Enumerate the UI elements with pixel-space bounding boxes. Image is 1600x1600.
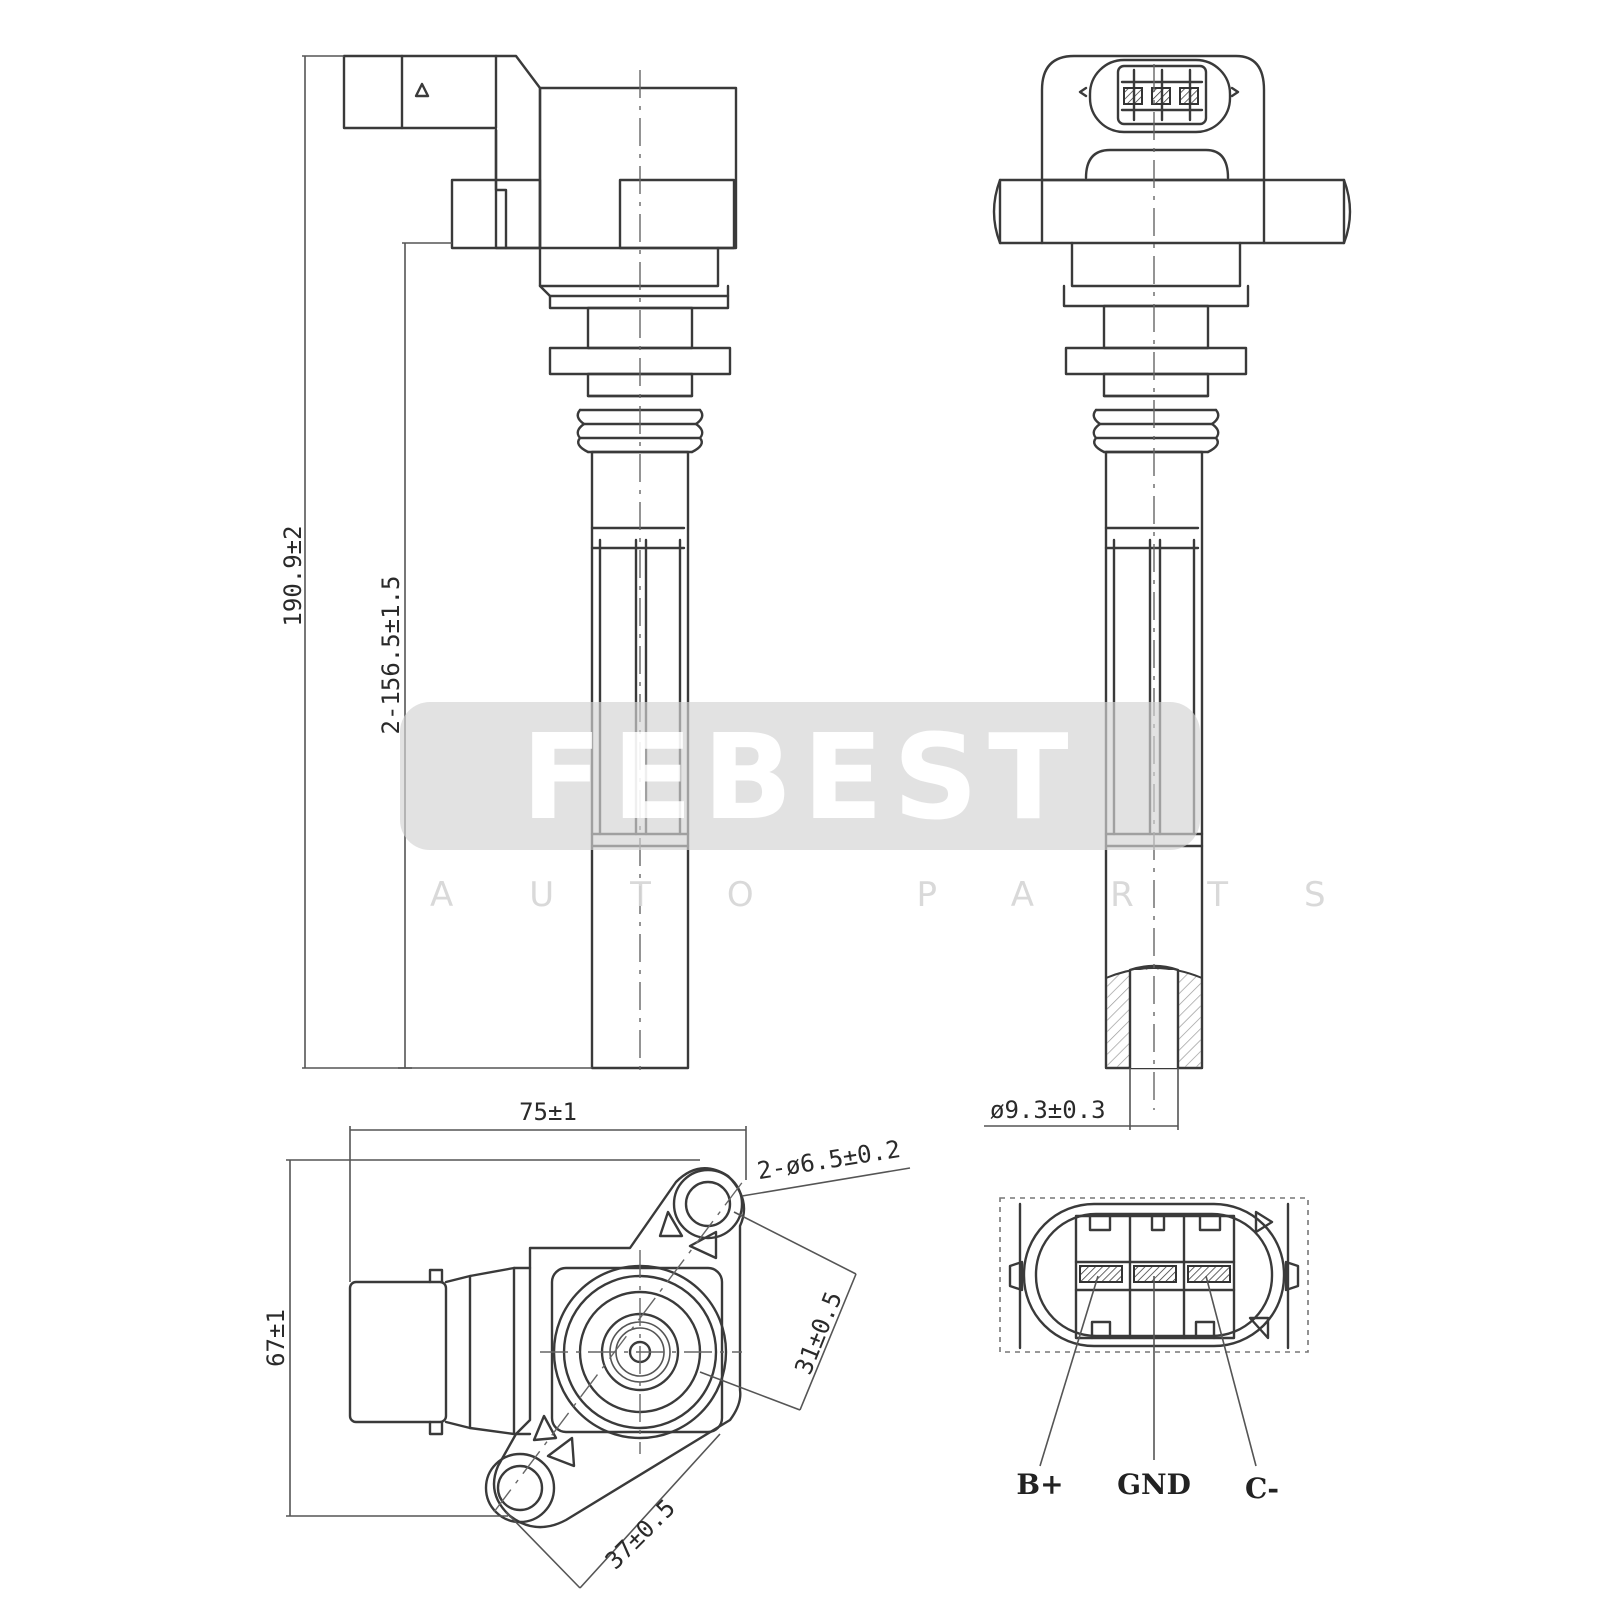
boot-diameter-dimension	[984, 1068, 1179, 1130]
pin-label-gnd: GND	[1117, 1468, 1191, 1501]
pin-label-c-minus: C-	[1245, 1472, 1279, 1505]
side-view	[342, 54, 738, 1070]
hole-offset-a-label: 31±0.5	[789, 1288, 847, 1379]
mount-length-label: 2-156.5±1.5	[377, 576, 405, 735]
pin-label-b-plus: B+	[1016, 1468, 1063, 1501]
side-dimensions	[302, 55, 592, 1069]
watermark-banner	[400, 702, 1200, 850]
watermark: FEBEST AUTO PARTS	[400, 702, 1402, 915]
overall-length-label: 190.9±2	[279, 525, 307, 626]
top-view-dimensions	[286, 1126, 911, 1589]
top-view	[348, 1167, 746, 1529]
connector-pinout	[999, 1197, 1309, 1467]
flange-height-label: 67±1	[262, 1309, 290, 1367]
watermark-tagline: AUTO PARTS	[430, 875, 1402, 915]
front-view	[992, 54, 1352, 1110]
boot-diameter-label: ø9.3±0.3	[990, 1096, 1106, 1124]
flange-width-label: 75±1	[519, 1098, 577, 1126]
hole-offset-b-label: 37±0.5	[600, 1494, 681, 1575]
watermark-brand: FEBEST	[521, 708, 1078, 846]
hole-diameter-label: 2-ø6.5±0.2	[755, 1135, 902, 1185]
